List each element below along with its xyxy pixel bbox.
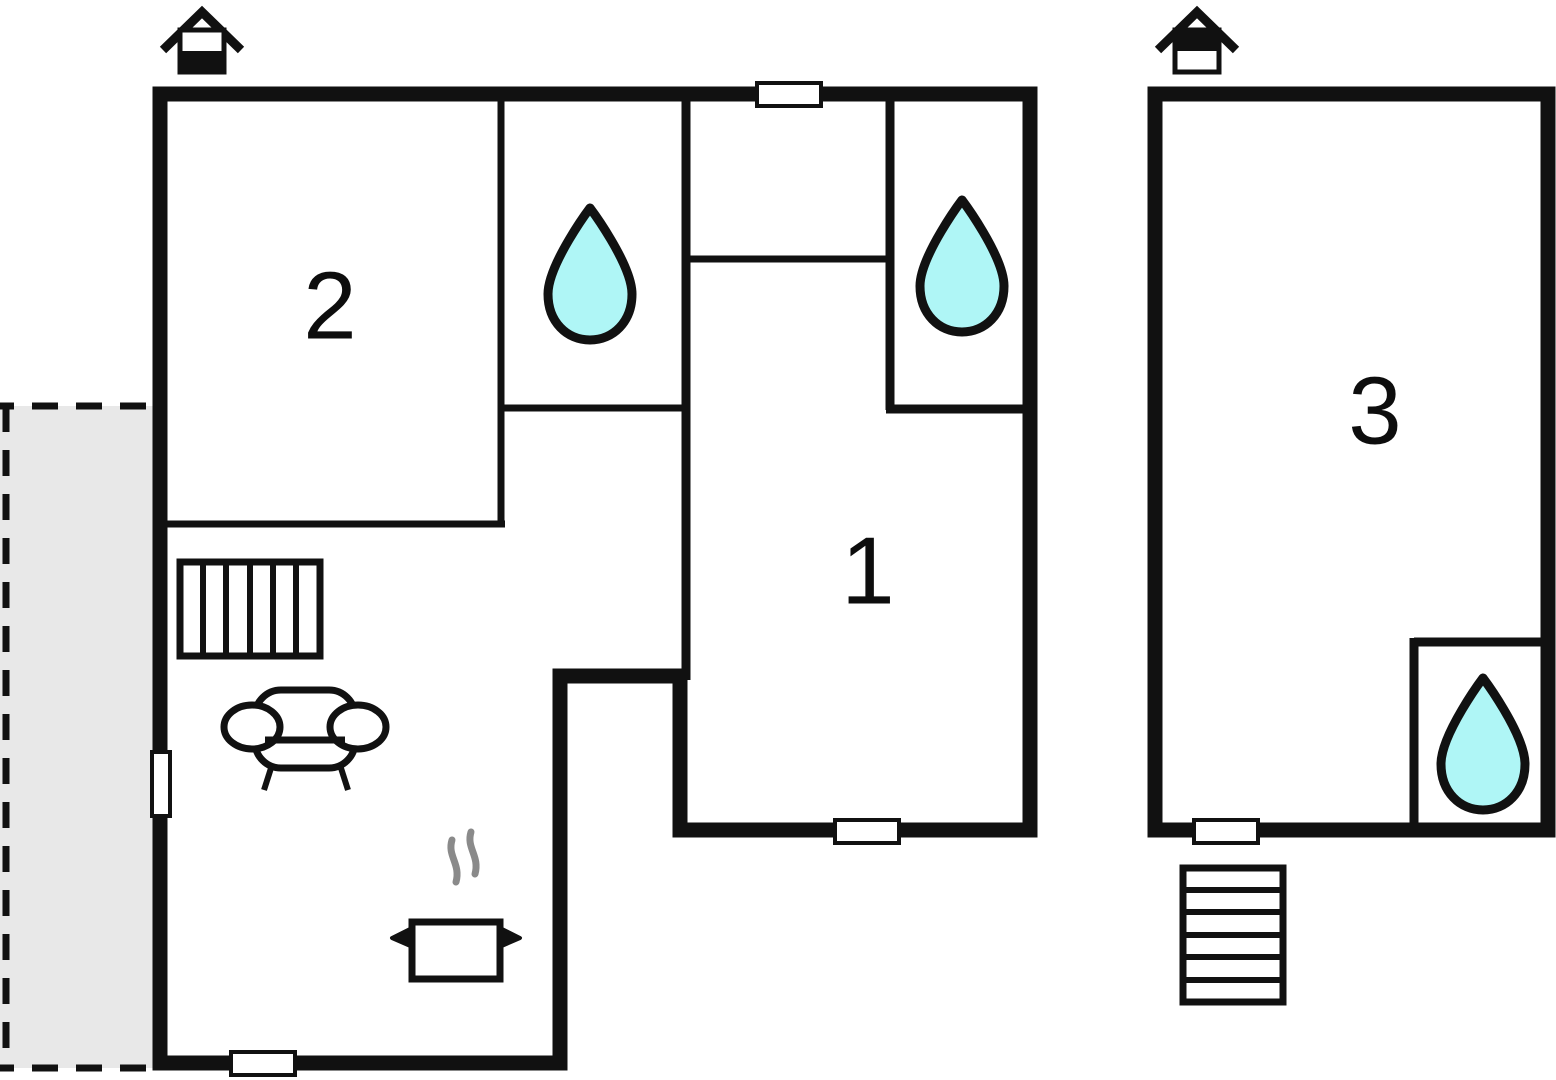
door-marker-bottom-room1[interactable] [833, 818, 901, 845]
house-roof-shape [159, 5, 245, 54]
right-unit-interior-walls [1409, 637, 1548, 830]
house-lower-half-fill [182, 51, 222, 70]
door-marker-bottom-right-unit[interactable] [1192, 818, 1260, 845]
house-upper-floor-icon [1154, 5, 1240, 75]
terrace-dashed-border [0, 402, 156, 1072]
water-drop-shape [915, 195, 1009, 337]
door-markers [150, 81, 1260, 1077]
house-upper-half-fill [1177, 32, 1217, 51]
water-drop-shape [543, 203, 637, 345]
terrace-area [0, 402, 156, 1072]
cooking-pot-icon [390, 828, 522, 983]
room-label-2: 2 [303, 252, 356, 359]
steam-line [466, 828, 480, 878]
left-unit-interior-walls [160, 94, 1030, 680]
pot-body [408, 918, 504, 983]
house-roof-shape [1154, 5, 1240, 54]
sofa-icon [220, 686, 390, 791]
door-marker-bottom-living[interactable] [229, 1050, 297, 1077]
water-drop-icon [543, 203, 637, 345]
sofa-leg-left [261, 764, 275, 791]
right-unit-outline [1147, 86, 1556, 838]
water-drop-icon [915, 195, 1009, 337]
door-marker-top-left-unit[interactable] [755, 81, 823, 108]
stairs-icon [176, 558, 324, 660]
water-drop-icon [1436, 673, 1530, 815]
door-marker-left-terrace[interactable] [150, 750, 172, 818]
house-ground-floor-icon [159, 5, 245, 75]
sofa-leg-right [337, 764, 351, 791]
water-drop-shape [1436, 673, 1530, 815]
right-unit-exterior-walls [1147, 86, 1556, 838]
terrace-fill [0, 406, 156, 1068]
stairs-icon [1179, 864, 1287, 1006]
steam-line [447, 836, 461, 886]
room-label-1: 1 [841, 517, 894, 624]
room-label-3: 3 [1348, 357, 1401, 464]
